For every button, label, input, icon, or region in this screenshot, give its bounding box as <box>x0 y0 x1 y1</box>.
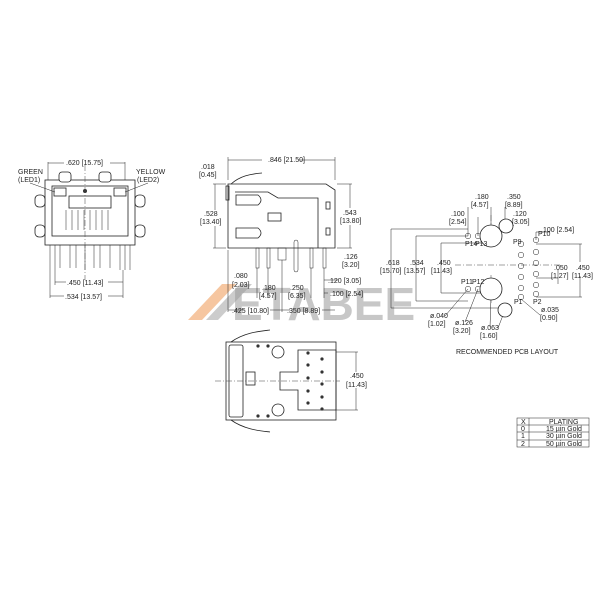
pcb-dim-350-in: .350 <box>507 194 521 201</box>
label-green: GREEN <box>18 169 43 176</box>
table-header-plating: PLATING <box>549 419 578 426</box>
pcb-dim-450r-in: .450 <box>576 265 590 272</box>
plating-table: X PLATING 0 15 µin Gold 1 30 µin Gold 2 … <box>516 417 590 448</box>
table-header-x: X <box>521 419 526 426</box>
dim-100: .100 [2.54] <box>330 291 363 298</box>
pin-label-p13: P13 <box>475 241 488 248</box>
pcb-hole-040-mm: [1.02] <box>428 321 446 328</box>
pcb-hole-126-mm: [3.20] <box>453 328 471 335</box>
pin-label-p1: P1 <box>514 299 523 306</box>
pcb-hole-063-in: ø.063 <box>481 325 499 332</box>
pcb-hole-126-in: ø.126 <box>455 320 473 327</box>
pcb-dim-350-mm: [8.89] <box>505 202 523 209</box>
label-led2: (LED2) <box>137 177 159 184</box>
pcb-dim-050-mm: [1.27] <box>551 273 569 280</box>
pcb-dim-100-mm: [2.54] <box>449 219 467 226</box>
dim-height-left-mm: [13.40] <box>200 219 221 226</box>
dim-180-in: .180 <box>262 285 276 292</box>
dim-offset-in: .018 <box>201 164 215 171</box>
table-cell-x: 0 <box>521 426 525 433</box>
bottom-view: .450 [11.43] <box>215 329 367 433</box>
dim-120: .120 [3.05] <box>328 278 361 285</box>
dim-080-in: .080 <box>234 273 248 280</box>
pcb-dim-618-in: .618 <box>386 260 400 267</box>
pcb-dim-180-mm: [4.57] <box>471 202 489 209</box>
dim-pin-span: .450 [11.43] <box>67 280 104 287</box>
pcb-dim-534-mm: [13.57] <box>404 268 425 275</box>
dim-overall: .534 [13.57] <box>65 294 102 301</box>
pcb-dim-100-in: .100 <box>451 211 465 218</box>
dim-height-right-mm: [13.80] <box>340 218 361 225</box>
pcb-dim-450-mm: [11.43] <box>431 268 452 275</box>
dim-height-left-in: .528 <box>204 211 218 218</box>
pin-label-p11: P11 <box>461 279 473 286</box>
dim-pin-len-in: .126 <box>344 254 358 261</box>
label-led1: (LED1) <box>18 177 40 184</box>
label-yellow: YELLOW <box>136 169 166 176</box>
pin-label-p2: P2 <box>533 299 542 306</box>
pin-label-p14: P14 <box>465 241 478 248</box>
table-cell-x: 1 <box>521 433 525 440</box>
pcb-dim-180-in: .180 <box>475 194 489 201</box>
pcb-dim-618-mm: [15.70] <box>380 268 401 275</box>
dim-180-mm: [4.57] <box>259 293 277 300</box>
table-cell-plating: 50 µin Gold <box>546 441 582 448</box>
pin-label-p9: P9 <box>513 239 522 246</box>
dim-offset-mm: [0.45] <box>199 172 217 179</box>
pcb-dim-534-in: .534 <box>410 260 424 267</box>
dim-width-top: .620 [15.75] <box>66 160 103 167</box>
watermark-text: ETABEE <box>232 278 415 330</box>
dim-pin-len-mm: [3.20] <box>342 262 360 269</box>
dim-height-right-in: .543 <box>343 210 357 217</box>
table-cell-x: 2 <box>521 441 525 448</box>
pcb-hole-035-mm: [0.90] <box>540 315 558 322</box>
pcb-dim-100-right: .100 [2.54] <box>541 227 574 234</box>
side-view: .846 [21.50] .018 [0.45] .528 [13.40] .5… <box>199 157 363 315</box>
front-view: .620 [15.75] GREEN (LED1) YELLOW (LED2) … <box>18 160 166 301</box>
dim-250-mm: [6.35] <box>288 293 306 300</box>
pcb-dim-050-in: .050 <box>554 265 568 272</box>
dim-250-in: .250 <box>290 285 304 292</box>
dim-span-in: .450 <box>350 373 364 380</box>
dim-length: .846 [21.50] <box>268 157 305 164</box>
pin-label-p12: P12 <box>472 279 485 286</box>
pcb-dim-120-mm: [3.05] <box>512 219 530 226</box>
pcb-layout-title: RECOMMENDED PCB LAYOUT <box>456 349 559 356</box>
table-cell-plating: 15 µin Gold <box>546 426 582 433</box>
pcb-hole-035-in: ø.035 <box>541 307 559 314</box>
table-cell-plating: 30 µin Gold <box>546 433 582 440</box>
pcb-hole-063-mm: [1.60] <box>480 333 498 340</box>
pcb-dim-450-in: .450 <box>437 260 451 267</box>
pcb-hole-040-in: ø.040 <box>430 313 448 320</box>
pcb-dim-120-in: .120 <box>513 211 527 218</box>
dim-080-mm: [2.03] <box>232 282 250 289</box>
pcb-layout: P14 P13 P11 P12 P9 P10 P1 P2 .180 [4.57]… <box>380 194 593 356</box>
dim-425: .425 [10.80] <box>232 308 269 315</box>
dim-350: .350 [8.89] <box>287 308 320 315</box>
pcb-dim-450r-mm: [11.43] <box>572 273 593 280</box>
dim-span-mm: [11.43] <box>346 382 367 389</box>
pin-label-p10: P10 <box>538 231 551 238</box>
watermark-logo: ETABEE <box>188 278 415 330</box>
